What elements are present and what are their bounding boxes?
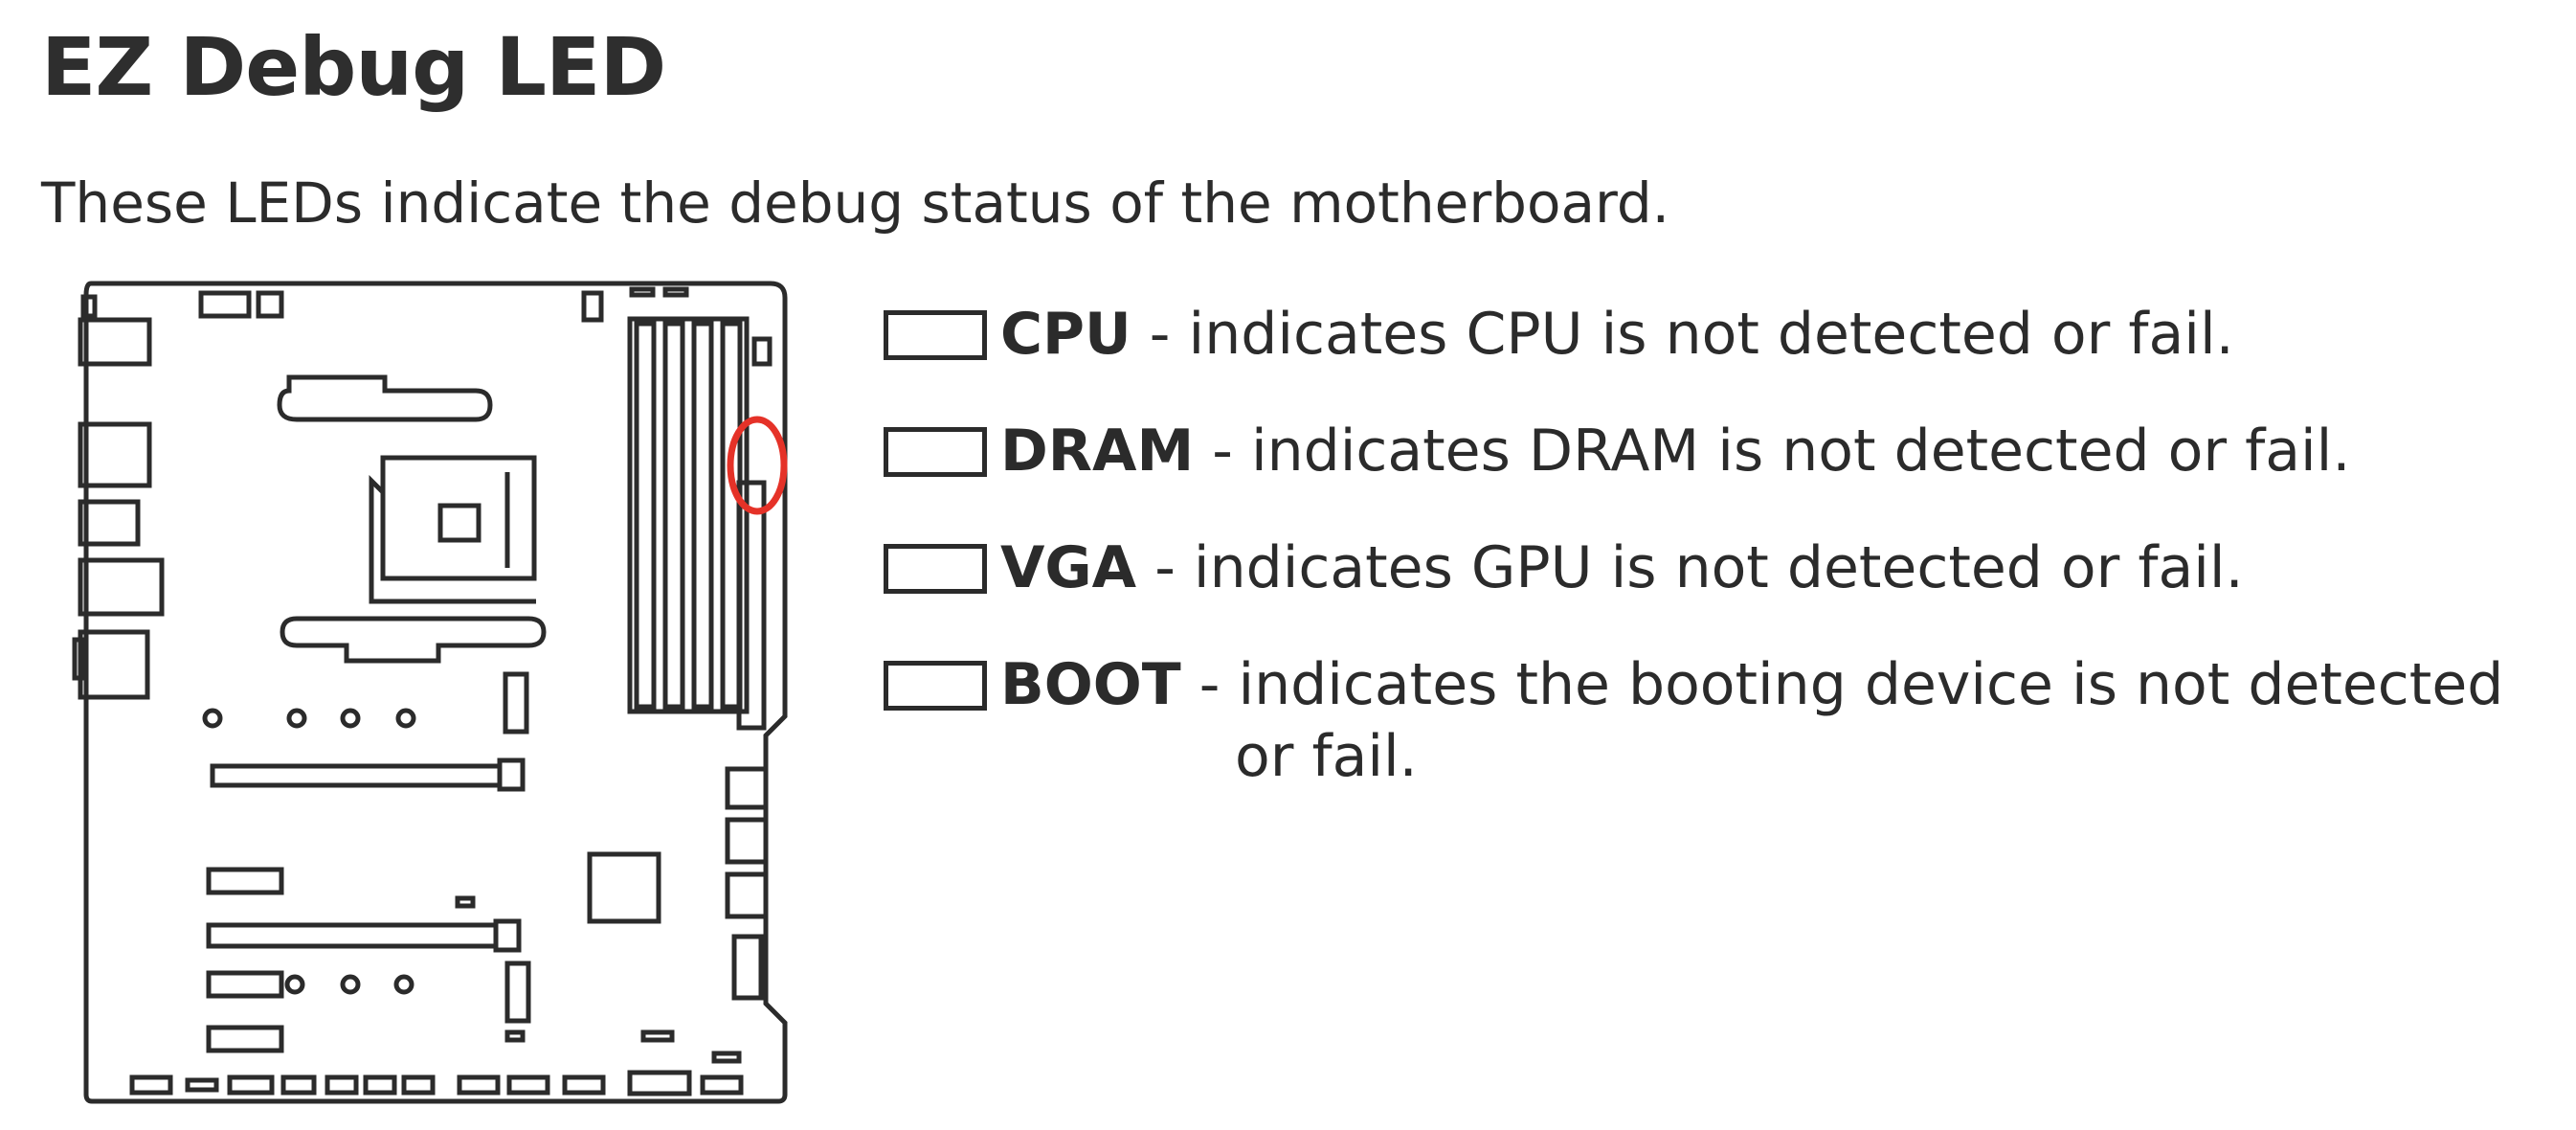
vga-led-icon [884,544,987,594]
small-part-d [711,1051,742,1064]
bottom-header-4 [280,1074,317,1096]
top-connector-c [256,290,284,319]
right-header-1 [725,766,769,810]
bottom-header-3 [227,1074,275,1096]
motherboard-diagram [72,281,788,1104]
pcie-slot-1 [210,763,503,788]
cpu-socket-latch [369,474,536,604]
cpu-socket-center [437,503,482,543]
bottom-header-6 [363,1074,397,1096]
mount-hole-1 [202,708,223,729]
bottom-header-10 [562,1074,606,1096]
mount-hole-5 [284,974,305,995]
cpu-socket [380,455,537,581]
page-subtitle: These LEDs indicate the debug status of … [41,170,1670,236]
small-part-b [504,1029,526,1043]
io-port-2 [78,421,152,488]
chipset [587,851,661,924]
cpu-led-icon [884,310,987,360]
pcie-slot-2-latch [493,918,522,953]
bottom-header-9 [506,1074,550,1096]
bottom-header-12 [700,1074,744,1096]
io-port-5 [78,629,150,700]
led-desc-cpu: - indicates CPU is not detected or fail. [1131,301,2234,368]
small-part-c [640,1029,675,1043]
io-port-3 [78,499,141,547]
small-connector-right [751,336,773,367]
bottom-header-1 [129,1074,173,1096]
bottom-header-8 [457,1074,501,1096]
led-row-vga: VGA - indicates GPU is not detected or f… [884,532,2549,649]
atx-connector [736,480,767,731]
m2-standoff-b [504,960,531,1024]
led-desc-boot-continuation: or fail. [1235,723,1418,790]
led-row-boot: BOOT - indicates the booting device is n… [884,649,2549,812]
led-desc-dram: - indicates DRAM is not detected or fail… [1194,418,2351,485]
pcie-slot-1-latch [497,757,526,792]
page-title: EZ Debug LED [41,20,666,114]
top-connector-f [662,286,689,298]
mount-hole-2 [286,708,307,729]
led-row-dram: DRAM - indicates DRAM is not detected or… [884,416,2549,532]
debug-led-highlight [727,416,788,515]
dimm-slot-1 [634,321,657,710]
led-name-dram: DRAM [1000,418,1195,485]
io-port-4 [78,557,165,617]
top-connector-d [581,290,604,323]
bottom-header-7 [401,1074,436,1096]
led-name-boot: BOOT [1000,651,1181,718]
led-name-vga: VGA [1000,534,1137,601]
led-list: CPU - indicates CPU is not detected or f… [884,299,2549,812]
bottom-header-5 [325,1074,359,1096]
top-connector-a [80,294,98,319]
dimm-slot-2 [662,321,685,710]
pcie-slot-2 [206,922,499,949]
led-row-cpu: CPU - indicates CPU is not detected or f… [884,299,2549,416]
cpu-bracket-top [277,374,493,422]
m2-standoff-a [503,671,529,734]
dimm-outer [627,316,750,714]
dimm-slot-3 [691,321,714,710]
dram-led-icon [884,427,987,477]
m2-slot-2 [206,970,284,999]
mount-hole-3 [340,708,361,729]
m2-slot-3 [206,1025,284,1053]
small-part-a [455,895,476,909]
top-connector-e [629,286,656,298]
led-name-cpu: CPU [1000,301,1131,368]
io-port-6 [72,637,85,681]
m2-slot-1 [206,867,284,895]
board-outline [83,281,788,1104]
mount-hole-6 [340,974,361,995]
top-connector-b [198,290,252,319]
led-desc-vga: - indicates GPU is not detected or fail. [1136,534,2244,601]
boot-led-icon [884,661,987,711]
right-header-3 [725,871,769,919]
io-port-1 [78,317,152,367]
bottom-header-11 [627,1070,692,1096]
right-header-2 [725,817,769,865]
led-desc-boot: - indicates the booting device is not de… [1180,651,2504,718]
mount-hole-4 [395,708,416,729]
cpu-bracket-bottom [280,616,547,664]
right-header-4 [731,934,764,1001]
mount-hole-7 [393,974,414,995]
bottom-header-2 [185,1077,219,1093]
